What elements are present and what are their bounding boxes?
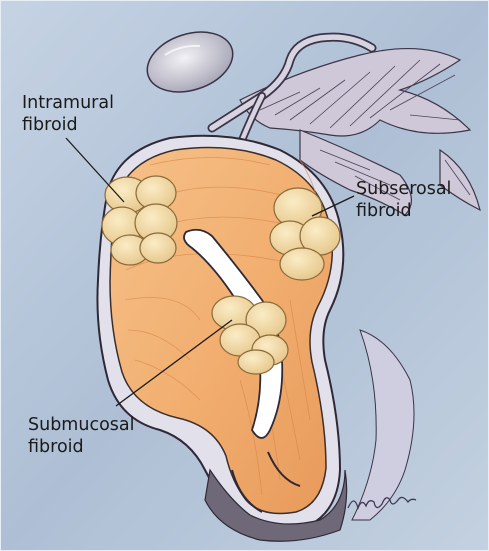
subserosal-label-line2: fibroid — [356, 201, 412, 221]
submucosal-label-line1: Submucosal — [28, 415, 134, 435]
intramural-label-line2: fibroid — [22, 115, 78, 135]
subserosal-label-line1: Subserosal — [356, 179, 451, 199]
intramural-label-line1: Intramural — [22, 93, 114, 113]
submucosal-label-line2: fibroid — [28, 437, 84, 457]
